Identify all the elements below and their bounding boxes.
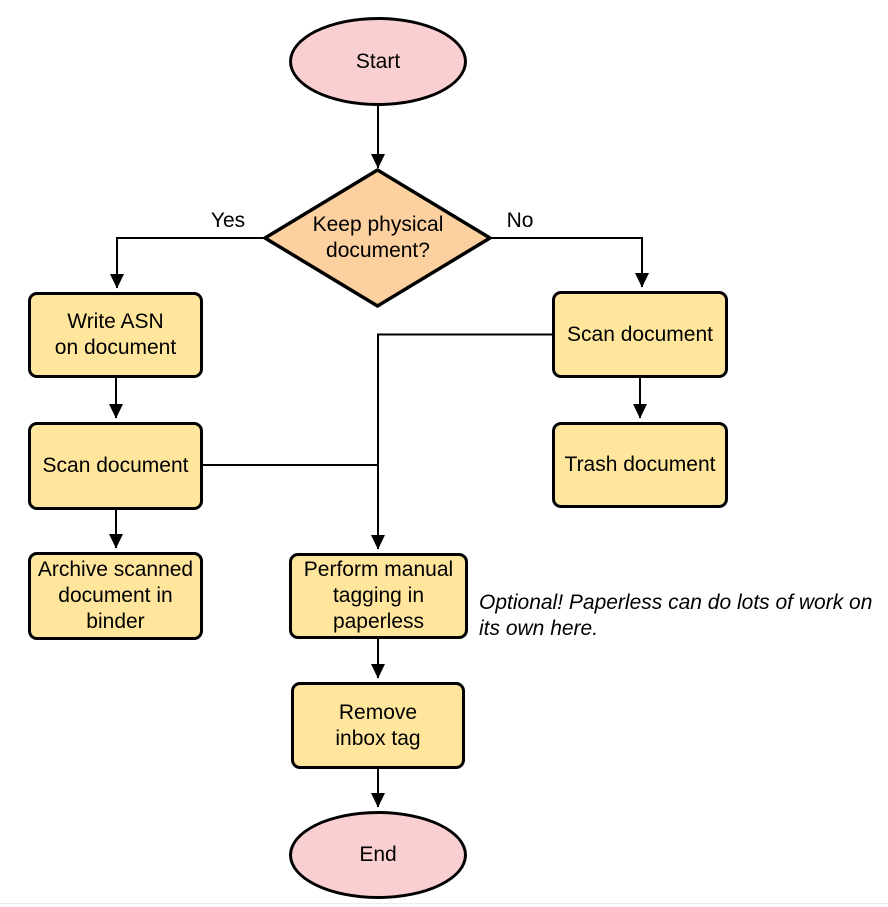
write-asn-node: Write ASN on document xyxy=(28,292,203,378)
edge-decision-yes-to-write-asn xyxy=(110,237,265,289)
edge-label-yes: Yes xyxy=(210,209,246,232)
trash-document-label: Trash document xyxy=(564,453,716,476)
scan-document-right-label: Scan document xyxy=(567,322,713,346)
start-node: Start xyxy=(289,17,467,106)
edge-scan-right-to-perform-tagging xyxy=(371,333,552,550)
decision-node-label: Keep physical document? xyxy=(312,213,444,262)
scan-document-right-node: Scan document xyxy=(552,291,728,378)
perform-tagging-node: Perform manual tagging in paperless xyxy=(289,553,468,639)
end-node-label: End xyxy=(359,843,397,866)
bottom-divider xyxy=(0,903,888,904)
decision-diamond-shape xyxy=(263,168,492,308)
archive-node-label: Archive scanned document in binder xyxy=(37,558,194,633)
decision-node xyxy=(263,168,492,308)
edge-decision-no-to-scan-right xyxy=(490,237,649,288)
remove-inbox-tag-label: Remove inbox tag xyxy=(335,700,421,750)
scan-document-left-node: Scan document xyxy=(28,422,203,510)
trash-document-node: Trash document xyxy=(552,422,728,508)
perform-tagging-label: Perform manual tagging in paperless xyxy=(303,558,454,633)
end-node: End xyxy=(289,811,467,899)
write-asn-node-label: Write ASN on document xyxy=(54,310,177,359)
scan-document-left-label: Scan document xyxy=(42,454,189,477)
remove-inbox-tag-node: Remove inbox tag xyxy=(291,682,465,769)
start-node-label: Start xyxy=(355,49,401,73)
edge-label-no: No xyxy=(506,209,534,232)
archive-node: Archive scanned document in binder xyxy=(28,552,203,640)
annotation-note: Optional! Paperless can do lots of work … xyxy=(479,591,873,640)
